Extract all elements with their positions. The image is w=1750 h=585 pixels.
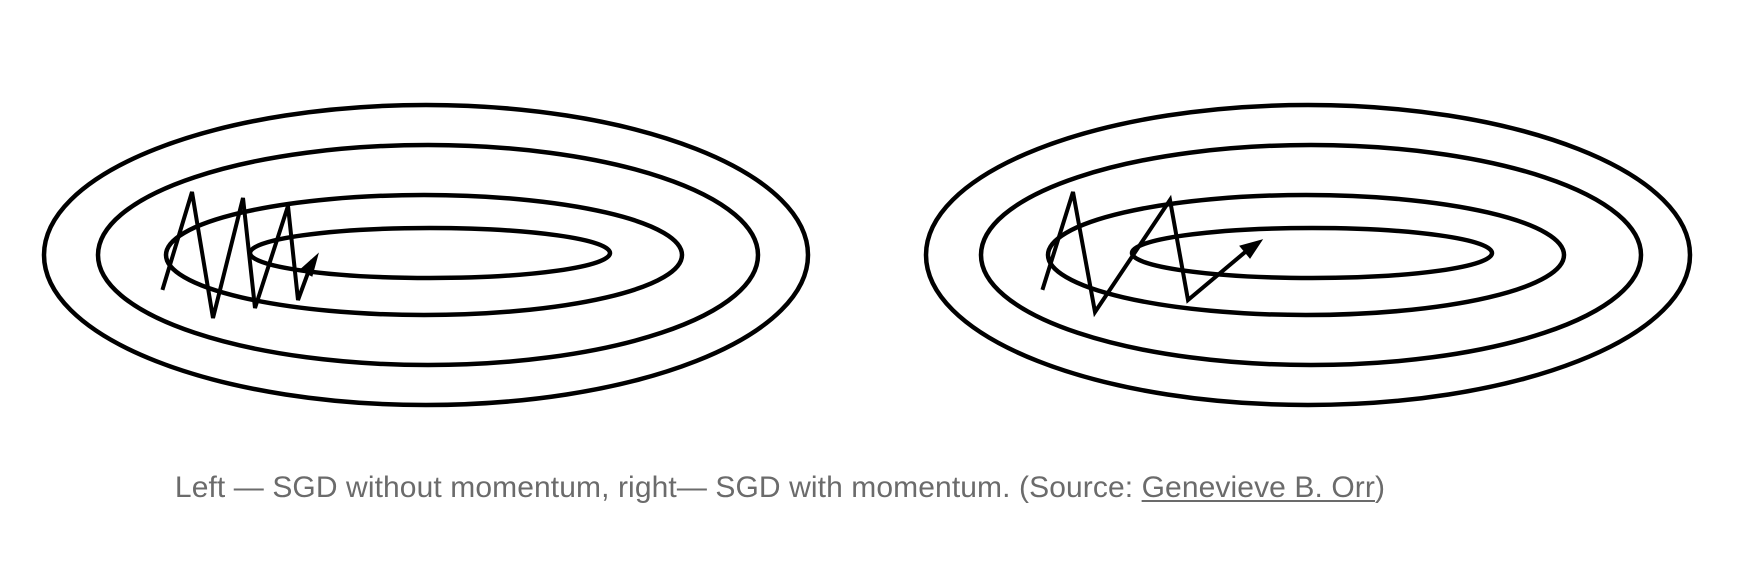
right-panel-sgd-with-momentum	[923, 102, 1693, 408]
caption-text: Left — SGD without momentum, right— SGD …	[174, 471, 1142, 504]
contour-third	[1045, 192, 1567, 318]
momentum-path	[1040, 191, 1253, 318]
right-arrowhead	[1239, 239, 1264, 259]
contour-outer	[923, 102, 1693, 408]
caption-suffix: )	[1374, 471, 1386, 504]
contour-second	[95, 142, 761, 368]
right-contours	[923, 102, 1693, 408]
right-sgd-path	[1040, 191, 1264, 318]
source-link[interactable]: Genevieve B. Orr	[1141, 471, 1375, 504]
contour-second	[978, 142, 1644, 368]
left-arrowhead	[299, 252, 319, 277]
left-contours	[41, 102, 811, 408]
zigzag-path	[160, 191, 315, 319]
contour-outer	[41, 102, 811, 408]
contour-third	[163, 192, 685, 318]
momentum-diagram	[41, 102, 1693, 408]
left-sgd-path	[160, 191, 319, 319]
left-panel-sgd-without-momentum	[41, 102, 811, 408]
figure-caption: Left — SGD without momentum, right— SGD …	[0, 468, 1560, 508]
contour-inner	[1129, 225, 1495, 281]
